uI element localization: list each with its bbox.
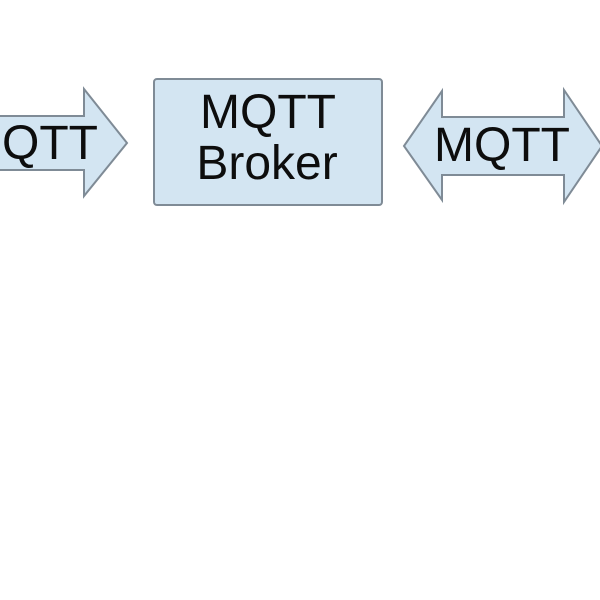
broker-label-line2: Broker: [196, 137, 337, 190]
left-arrow-shape: [0, 86, 129, 199]
left-arrow: MQTT: [0, 86, 129, 199]
left-arrow-label: MQTT: [0, 117, 98, 170]
broker-label-line1: MQTT: [200, 86, 336, 139]
right-arrow-shape: [402, 86, 600, 206]
right-arrow: MQTT: [402, 86, 600, 206]
broker-box-shape: [153, 78, 383, 206]
broker-box: MQTT Broker: [153, 78, 383, 206]
right-arrow-label: MQTT: [434, 119, 570, 172]
